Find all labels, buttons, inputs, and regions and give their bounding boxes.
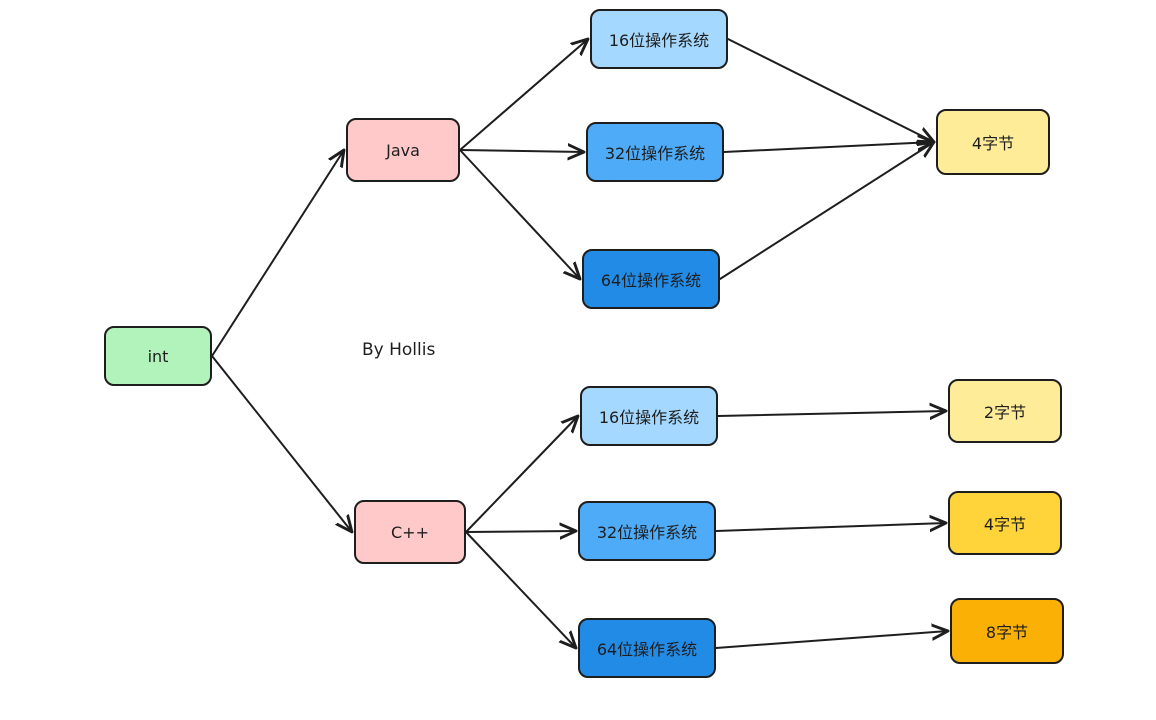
node-cpp-64bit-os: 64位操作系统	[578, 618, 716, 678]
node-java-result-4-bytes: 4字节	[936, 109, 1050, 175]
arrow-java-32-to-java-result	[723, 142, 934, 153]
node-cpp-32bit-os: 32位操作系统	[578, 501, 716, 561]
node-java-64bit-os: 64位操作系统	[582, 249, 720, 309]
node-cpp-result-64-label: 8字节	[985, 623, 1029, 642]
node-java: Java	[346, 118, 460, 182]
node-java-label: Java	[386, 140, 420, 160]
arrow-java-64-to-java-result	[719, 142, 934, 280]
node-int: int	[104, 326, 212, 386]
arrow-java-16-to-java-result	[727, 38, 934, 142]
node-cpp-result-8-bytes: 8字节	[950, 598, 1064, 664]
arrow-java-to-java-32	[459, 150, 584, 152]
node-cpp-64bit-os-label: 64位操作系统	[596, 640, 698, 659]
node-java-32bit-os-label: 32位操作系统	[604, 144, 706, 163]
arrow-cpp-to-cpp-16	[465, 416, 578, 533]
node-cpp-result-4-bytes: 4字节	[948, 491, 1062, 555]
node-int-label: int	[147, 346, 169, 366]
arrow-cpp-64-to-cpp-result-64	[715, 631, 948, 649]
node-cpp-16bit-os-label: 16位操作系统	[598, 408, 700, 427]
node-cpp-result-16-label: 2字节	[983, 403, 1027, 422]
node-java-32bit-os: 32位操作系统	[586, 122, 724, 182]
arrow-int-to-java	[211, 150, 344, 357]
node-cpp-label: C++	[391, 522, 429, 542]
node-cpp-32bit-os-label: 32位操作系统	[596, 523, 698, 542]
node-cpp-result-2-bytes: 2字节	[948, 379, 1062, 443]
node-java-16bit-os-label: 16位操作系统	[608, 31, 710, 50]
arrow-cpp-16-to-cpp-result-16	[717, 411, 946, 416]
arrow-cpp-32-to-cpp-result-32	[715, 523, 946, 531]
node-java-16bit-os: 16位操作系统	[590, 9, 728, 69]
node-cpp: C++	[354, 500, 466, 564]
arrow-cpp-to-cpp-64	[465, 531, 576, 648]
arrow-java-to-java-16	[459, 39, 588, 151]
arrow-cpp-to-cpp-32	[465, 531, 576, 532]
node-cpp-16bit-os: 16位操作系统	[580, 386, 718, 446]
arrow-java-to-java-64	[459, 149, 580, 279]
author-watermark: By Hollis	[362, 340, 436, 360]
node-cpp-result-32-label: 4字节	[983, 515, 1027, 534]
node-java-result-label: 4字节	[971, 134, 1015, 153]
arrow-int-to-cpp	[211, 355, 352, 532]
node-java-64bit-os-label: 64位操作系统	[600, 271, 702, 290]
